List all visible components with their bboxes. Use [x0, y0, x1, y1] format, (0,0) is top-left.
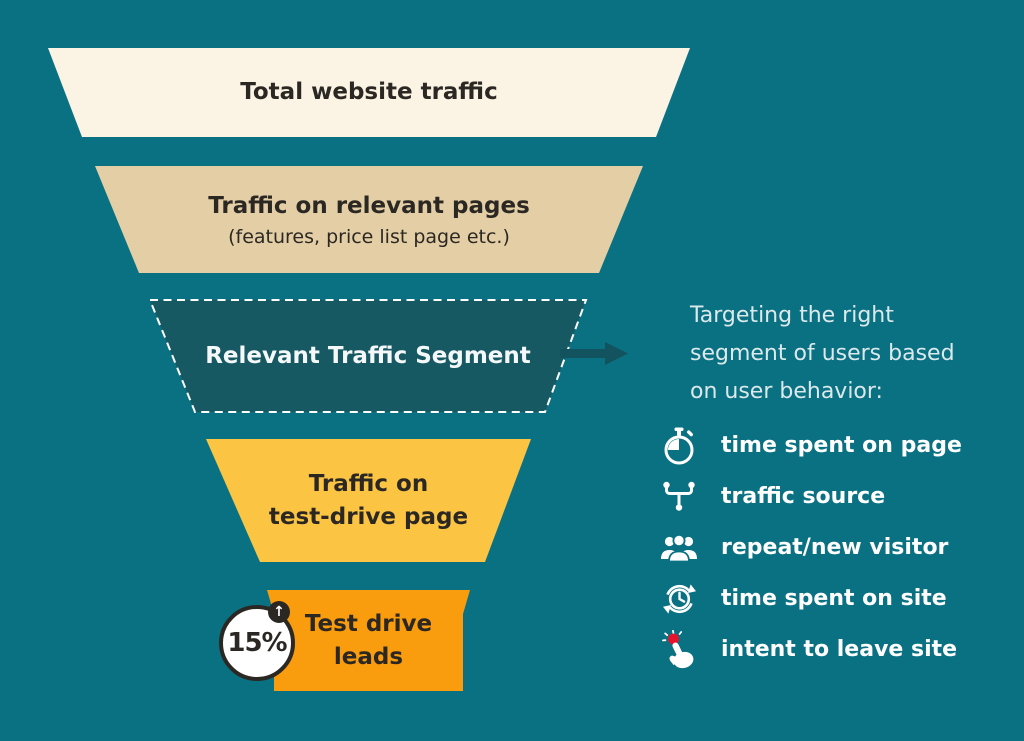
list-item: traffic source	[659, 471, 1009, 522]
funnel-stage-3-shape-dashed	[148, 299, 588, 413]
funnel-stage-2-shape	[95, 166, 643, 273]
annotation-heading: Targeting the right segment of users bas…	[690, 303, 955, 404]
up-arrow-icon: ↑	[268, 601, 290, 623]
list-item-label: intent to leave site	[721, 637, 958, 662]
list-item: time spent on page	[659, 420, 1009, 471]
list-item-label: time spent on page	[721, 433, 962, 458]
click-intent-icon	[659, 630, 699, 669]
funnel-stage-1-shape	[48, 48, 690, 137]
list-item: time spent on site	[659, 573, 1009, 624]
list-item-label: time spent on site	[721, 586, 947, 611]
behavior-list: time spent on page traffic source	[659, 420, 1009, 675]
time-on-site-icon	[659, 581, 699, 617]
list-item: repeat/new visitor	[659, 522, 1009, 573]
stopwatch-icon	[659, 427, 699, 465]
conversion-badge-value: 15%	[227, 628, 287, 658]
segment-arrow-icon	[560, 342, 628, 365]
traffic-source-icon	[659, 481, 699, 512]
funnel-stage-5-shape	[267, 590, 470, 691]
list-item-label: traffic source	[721, 484, 886, 509]
funnel-stage-4-shape	[206, 439, 531, 562]
visitors-icon	[659, 533, 699, 562]
list-item: intent to leave site	[659, 624, 1009, 675]
list-item-label: repeat/new visitor	[721, 535, 949, 560]
